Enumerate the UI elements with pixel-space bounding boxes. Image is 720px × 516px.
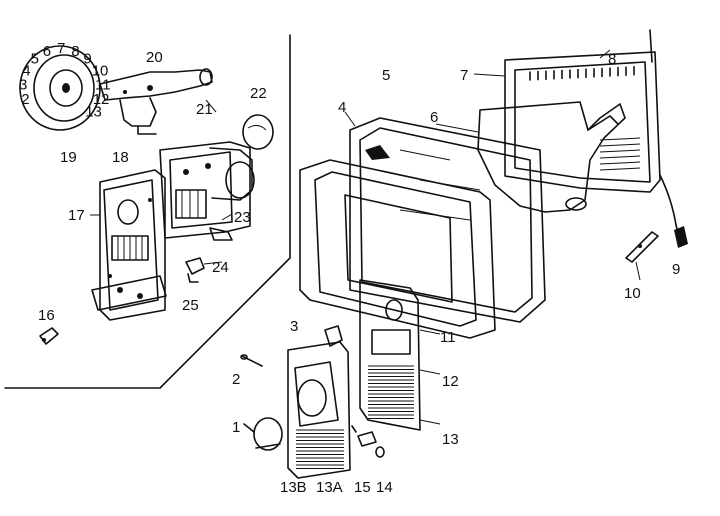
shaft-part-2 bbox=[240, 354, 263, 367]
dial-number: 2 bbox=[21, 91, 29, 108]
dial-number: 8 bbox=[71, 43, 79, 60]
leader-lines bbox=[90, 49, 641, 425]
small-bracket-part-24 bbox=[185, 257, 205, 283]
label-1: 1 bbox=[232, 419, 240, 436]
dial-number: 9 bbox=[83, 51, 91, 68]
label-13: 13 bbox=[442, 431, 459, 448]
label-16: 16 bbox=[38, 307, 55, 324]
label-3: 3 bbox=[290, 318, 298, 335]
bracket-part-10 bbox=[625, 231, 659, 263]
label-12: 12 bbox=[442, 373, 459, 390]
button-part-3 bbox=[324, 325, 343, 347]
label-15: 15 bbox=[354, 479, 371, 496]
inset-boundary bbox=[4, 34, 291, 389]
control-panel-grille bbox=[368, 365, 414, 419]
label-11: 11 bbox=[440, 329, 456, 346]
cabinet-shell bbox=[349, 117, 546, 323]
label-9: 9 bbox=[672, 261, 680, 278]
vent-slot bbox=[599, 167, 641, 171]
label-10: 10 bbox=[624, 285, 641, 302]
front-bezel bbox=[299, 159, 496, 339]
dial-number: 12 bbox=[93, 91, 110, 108]
label-23: 23 bbox=[234, 209, 251, 226]
label-22: 22 bbox=[250, 85, 267, 102]
chassis-assembly bbox=[159, 141, 255, 241]
label-17: 17 bbox=[68, 207, 85, 224]
dial-number: 10 bbox=[92, 63, 109, 80]
screws-part-14-15 bbox=[351, 425, 385, 458]
dial-number: 3 bbox=[19, 77, 27, 94]
circuit-board-panel bbox=[91, 169, 167, 321]
small-plug-part-16 bbox=[39, 327, 59, 345]
label-2: 2 bbox=[232, 371, 240, 388]
front-control-cover bbox=[287, 341, 351, 479]
label-8: 8 bbox=[608, 51, 616, 68]
label-25: 25 bbox=[182, 297, 199, 314]
label-13b: 13B bbox=[280, 479, 307, 496]
vent-slot bbox=[599, 155, 641, 159]
label-4: 4 bbox=[338, 99, 346, 116]
label-20: 20 bbox=[146, 49, 163, 66]
label-19: 19 bbox=[60, 149, 77, 166]
dial-number: 11 bbox=[95, 77, 111, 94]
control-panel bbox=[359, 279, 421, 431]
rear-cover bbox=[504, 29, 688, 248]
dial-number: 4 bbox=[22, 63, 30, 80]
label-13a: 13A bbox=[316, 479, 343, 496]
label-14: 14 bbox=[376, 479, 393, 496]
tuner-shaft-assembly bbox=[99, 68, 213, 135]
vent-slot bbox=[599, 161, 641, 165]
picture-tube bbox=[477, 101, 626, 213]
dial-number: 13 bbox=[85, 103, 102, 120]
vent-slot bbox=[599, 137, 641, 141]
label-7: 7 bbox=[460, 67, 468, 84]
control-knob bbox=[243, 417, 283, 451]
vent-slot bbox=[599, 149, 641, 153]
label-5: 5 bbox=[382, 67, 390, 84]
speaker-disc bbox=[242, 114, 274, 150]
front-cover-grille bbox=[296, 429, 344, 469]
dial-number: 6 bbox=[43, 43, 51, 60]
dial-number: 7 bbox=[57, 40, 65, 57]
rear-cover-vents bbox=[529, 66, 641, 171]
part-labels: 1 2 3 4 5 6 7 8 9 10 11 12 13 13A 13B 14… bbox=[38, 49, 680, 496]
label-6: 6 bbox=[430, 109, 438, 126]
label-21: 21 bbox=[196, 101, 213, 118]
label-18: 18 bbox=[112, 149, 129, 166]
vent-slot bbox=[599, 143, 641, 147]
dial-number: 5 bbox=[31, 51, 39, 68]
label-24: 24 bbox=[212, 259, 229, 276]
